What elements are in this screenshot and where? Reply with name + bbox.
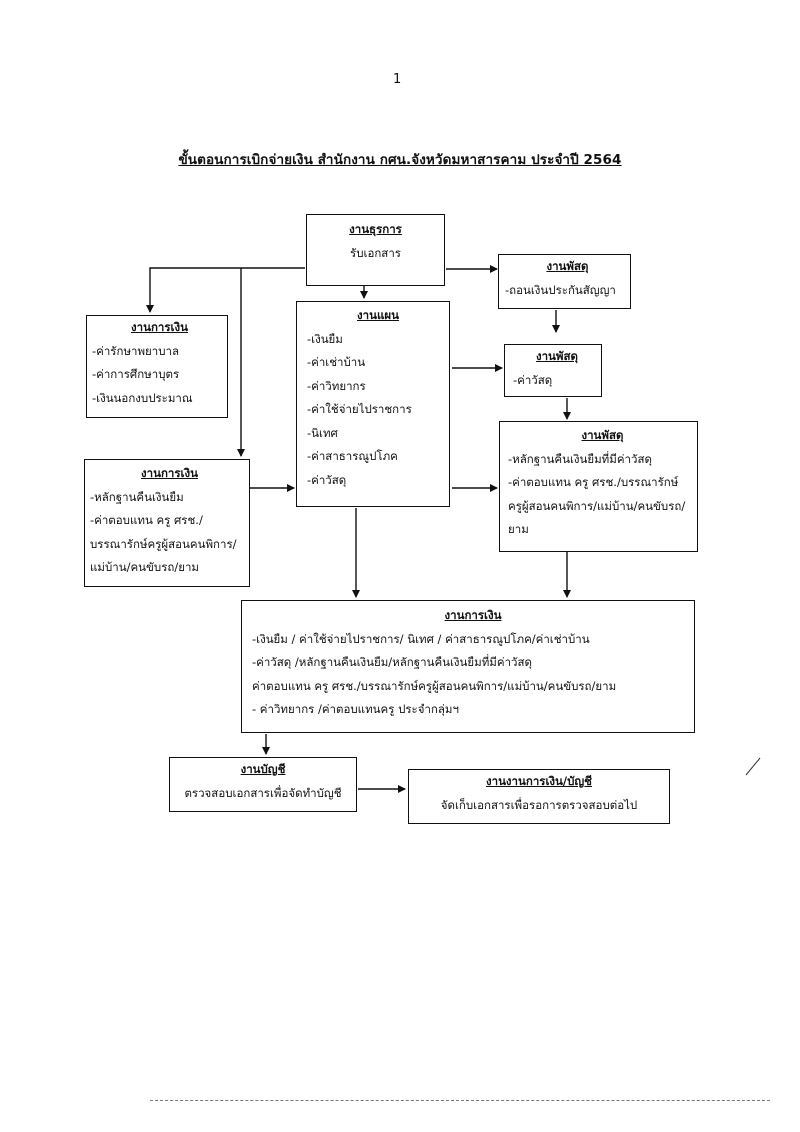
node-plan-line: -ค่าเช่าบ้าน: [307, 355, 366, 369]
node-finance-left-line: -ค่ารักษาพยาบาล: [92, 343, 180, 358]
node-finance-left-line: -เงินนอกงบประมาณ: [92, 390, 193, 405]
node-finance-main-line: - ค่าวิทยากร /ค่าตอบแทนครู ประจำกลุ่มฯ: [252, 702, 459, 716]
node-archive: งานงานการเงิน/บัญชี จัดเก็บเอกสารเพื่อรอ…: [408, 769, 670, 824]
node-finance-main-heading: งานการเงิน: [444, 608, 502, 622]
node-supplies-mid-line: -ค่าวัสดุ: [513, 372, 553, 387]
node-accounting-line: ตรวจสอบเอกสารเพื่อจัดทำบัญชี: [184, 785, 342, 800]
node-plan-line: -ค่าใช้จ่ายไปราชการ: [307, 402, 412, 416]
node-supplies-mid-heading: งานพัสดุ: [535, 349, 578, 363]
stray-pen-mark: [745, 757, 761, 776]
node-finance-main-line: -ค่าวัสดุ /หลักฐานคืนเงินยืม/หลักฐานคืนเ…: [252, 655, 532, 669]
node-supplies-right: งานพัสดุ -หลักฐานคืนเงินยืมที่มีค่าวัสดุ…: [499, 421, 698, 552]
arrow-admin-to-finance-left: [146, 267, 305, 313]
node-plan-line: -นิเทศ: [307, 425, 338, 440]
node-supplies-right-heading: งานพัสดุ: [581, 428, 624, 442]
node-supplies-top-line: -ถอนเงินประกันสัญญา: [505, 282, 616, 297]
node-supplies-right-line: -ค่าตอบแทน ครู ศรช./บรรณารักษ์: [508, 475, 679, 489]
node-archive-line: จัดเก็บเอกสารเพื่อรอการตรวจสอบต่อไป: [440, 797, 638, 812]
page-number: 1: [393, 72, 402, 87]
node-finance-left2: งานการเงิน -หลักฐานคืนเงินยืม -ค่าตอบแทน…: [84, 459, 250, 587]
node-plan-line: -ค่าวิทยากร: [307, 378, 366, 393]
node-supplies-right-line: ครูผู้สอนคนพิการ/แม่บ้าน/คนขับรถ/: [508, 498, 686, 513]
node-accounting-heading: งานบัญชี: [240, 762, 286, 776]
node-admin-line: รับเอกสาร: [350, 245, 401, 260]
footer-divider: [150, 1100, 770, 1101]
node-admin: งานธุรการ รับเอกสาร: [306, 214, 445, 286]
node-finance-left-heading: งานการเงิน: [131, 320, 188, 334]
node-finance-left2-heading: งานการเงิน: [141, 466, 198, 480]
node-accounting: งานบัญชี ตรวจสอบเอกสารเพื่อจัดทำบัญชี: [169, 757, 357, 812]
node-supplies-right-line: ยาม: [508, 522, 529, 536]
node-archive-heading: งานงานการเงิน/บัญชี: [486, 774, 592, 788]
node-supplies-top-heading: งานพัสดุ: [546, 259, 589, 273]
node-finance-left: งานการเงิน -ค่ารักษาพยาบาล -ค่าการศึกษาบ…: [86, 315, 228, 418]
node-plan-line: -ค่าสาธารณูปโภค: [307, 449, 398, 463]
node-finance-main-line: ค่าตอบแทน ครู ศรช./บรรณารักษ์ครูผู้สอนคน…: [252, 678, 617, 693]
node-plan-line: -ค่าวัสดุ: [307, 472, 347, 487]
page-title: ขั้นตอนการเบิกจ่ายเงิน สำนักงาน กศน.จังห…: [178, 152, 622, 168]
node-supplies-mid: งานพัสดุ -ค่าวัสดุ: [504, 344, 602, 397]
node-supplies-right-line: -หลักฐานคืนเงินยืมที่มีค่าวัสดุ: [508, 451, 652, 466]
node-plan: งานแผน -เงินยืม -ค่าเช่าบ้าน -ค่าวิทยากร…: [296, 301, 450, 507]
node-admin-heading: งานธุรการ: [349, 222, 402, 236]
node-finance-left2-line: -ค่าตอบแทน ครู ศรช./: [90, 513, 203, 527]
node-finance-left2-line: -หลักฐานคืนเงินยืม: [90, 489, 184, 504]
node-finance-left2-line: บรรณารักษ์ครูผู้สอนคนพิการ/: [90, 536, 237, 551]
node-finance-main-line: -เงินยืม / ค่าใช้จ่ายไปราชการ/ นิเทศ / ค…: [252, 631, 590, 646]
node-plan-heading: งานแผน: [357, 308, 399, 322]
node-supplies-top: งานพัสดุ -ถอนเงินประกันสัญญา: [498, 254, 631, 309]
node-finance-left2-line: แม่บ้าน/คนขับรถ/ยาม: [90, 560, 199, 574]
node-plan-line: -เงินยืม: [307, 331, 343, 346]
node-finance-main: งานการเงิน -เงินยืม / ค่าใช้จ่ายไปราชการ…: [241, 600, 695, 733]
node-finance-left-line: -ค่าการศึกษาบุตร: [92, 367, 180, 381]
